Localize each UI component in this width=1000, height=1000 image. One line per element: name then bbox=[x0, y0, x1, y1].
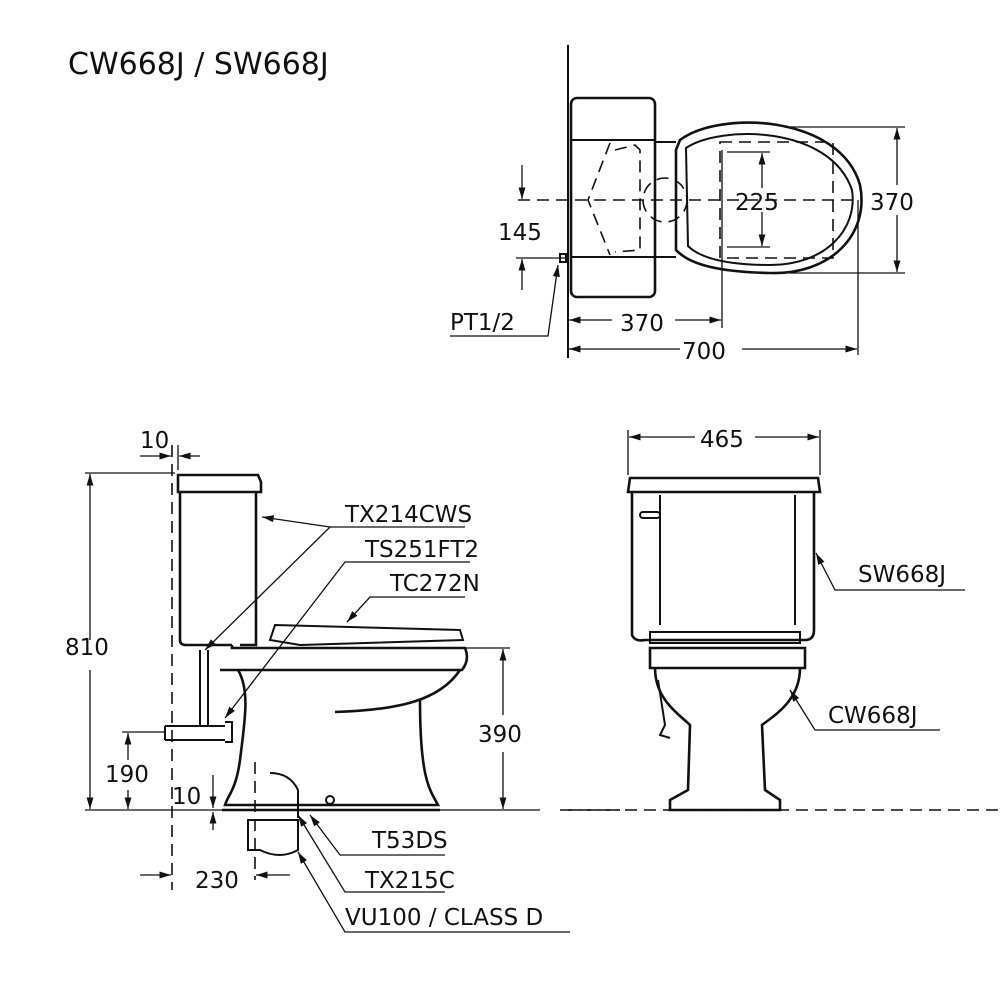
seat-lid bbox=[268, 623, 465, 647]
seat bbox=[649, 631, 801, 644]
dim-width-top: 370 bbox=[870, 190, 914, 216]
tank-body bbox=[630, 492, 816, 642]
part-label-vu100-class-d: VU100 / CLASS D bbox=[345, 905, 543, 931]
dim-outlet-distance: 230 bbox=[195, 868, 239, 894]
inlet-label: PT1/2 bbox=[450, 310, 515, 336]
bowl-outline bbox=[674, 121, 863, 275]
dim-length: 700 bbox=[682, 339, 726, 365]
dim-seat-height: 390 bbox=[478, 722, 522, 748]
label-cw668j: CW668J bbox=[828, 703, 917, 729]
drawing-title: CW668J / SW668J bbox=[68, 47, 329, 82]
part-label-tx215c: TX215C bbox=[364, 868, 455, 894]
part-label-t53ds: T53DS bbox=[371, 828, 448, 854]
dim-inlet-offset: 145 bbox=[498, 220, 542, 246]
dim-bolt-spacing: 225 bbox=[735, 190, 779, 216]
part-label-tc272n: TC272N bbox=[389, 571, 480, 597]
part-label-tx214cws: TX214CWS bbox=[344, 502, 472, 528]
front-view: 465 SW668J CW668J bbox=[568, 427, 1000, 812]
seat-outline bbox=[684, 133, 854, 267]
dim-width-front: 465 bbox=[700, 427, 744, 453]
dim-wall-gap: 10 bbox=[140, 428, 169, 454]
bowl-rim bbox=[220, 645, 469, 672]
tank-lid bbox=[176, 473, 263, 494]
dim-floor-gap: 10 bbox=[172, 784, 201, 810]
dim-wall-to-bolt: 370 bbox=[620, 311, 664, 337]
side-view: 10 810 390 190 10 230 bbox=[65, 428, 620, 933]
top-view: 225 370 145 PT1/2 370 700 bbox=[450, 45, 914, 365]
bowl-pedestal bbox=[653, 667, 802, 812]
tank-body bbox=[178, 492, 258, 647]
pedestal bbox=[223, 669, 441, 807]
tank-lid bbox=[626, 476, 822, 494]
part-label-ts251ft2: TS251FT2 bbox=[364, 537, 479, 563]
dim-height: 810 bbox=[65, 635, 109, 661]
dim-inlet-height: 190 bbox=[105, 762, 149, 788]
bowl-rim bbox=[648, 646, 807, 670]
outlet-pipe bbox=[247, 819, 299, 856]
label-sw668j: SW668J bbox=[858, 562, 946, 588]
tank-outline bbox=[569, 96, 657, 299]
